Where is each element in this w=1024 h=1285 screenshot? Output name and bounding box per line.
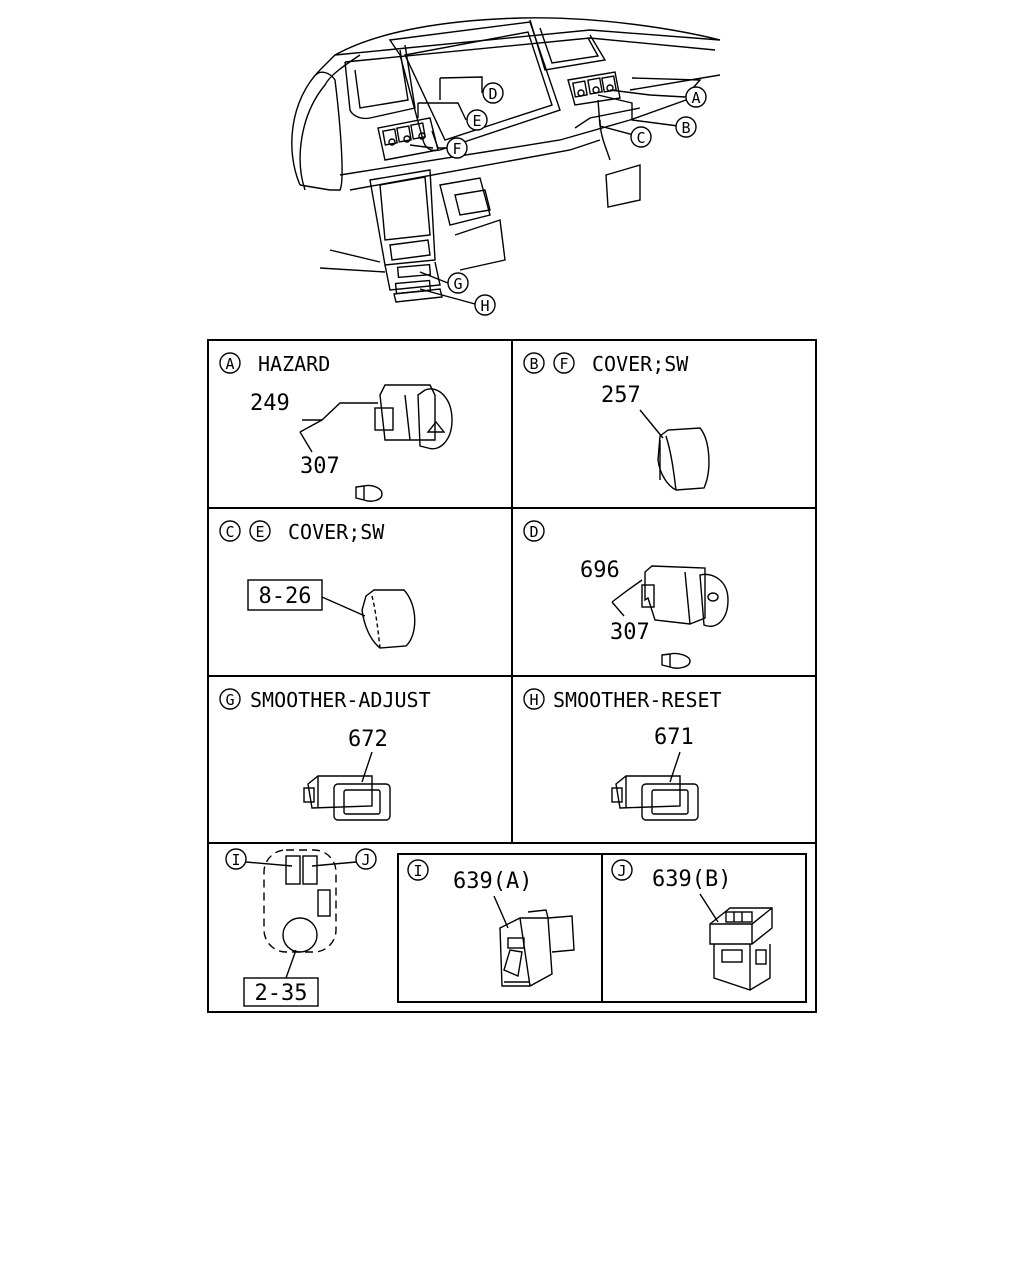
panel-g-title: SMOOTHER-ADJUST (250, 688, 431, 712)
svg-text:F: F (559, 355, 568, 373)
part-249: 249 (250, 391, 290, 416)
switch-drawing-d (641, 565, 729, 627)
panel-ce: C E COVER;SW 8-26 (219, 520, 416, 649)
switch-drawing-639b (709, 907, 773, 991)
svg-text:D: D (529, 523, 538, 541)
svg-text:B: B (529, 355, 538, 373)
rocker-switch-drawing-g (303, 775, 391, 821)
callout-g: G (447, 272, 469, 294)
svg-text:B: B (681, 119, 690, 137)
callout-e: E (466, 109, 488, 131)
svg-text:I: I (231, 851, 240, 869)
svg-text:D: D (488, 85, 497, 103)
rocker-switch-drawing-h (611, 775, 699, 821)
callout-h: H (474, 294, 496, 316)
svg-text:J: J (361, 851, 370, 869)
switch-cover-drawing-bf (657, 427, 710, 491)
svg-text:C: C (636, 129, 645, 147)
panel-d: D 696 307 (523, 520, 729, 669)
part-307-d: 307 (610, 620, 650, 645)
svg-text:G: G (225, 691, 234, 709)
svg-text:F: F (452, 140, 461, 158)
dashboard-overview (291, 17, 721, 303)
svg-text:A: A (691, 89, 700, 107)
panel-ce-title: COVER;SW (288, 520, 385, 544)
svg-text:E: E (255, 523, 264, 541)
panel-h-title: SMOOTHER-RESET (553, 688, 722, 712)
part-696: 696 (580, 558, 620, 583)
switch-cover-drawing-ce (361, 589, 416, 649)
bulb-drawing-d (661, 652, 691, 669)
bulb-drawing-a (355, 484, 383, 502)
svg-text:H: H (480, 297, 489, 315)
panel-j: J 639(B) (611, 859, 773, 991)
svg-text:A: A (225, 355, 234, 373)
svg-text:I: I (413, 862, 422, 880)
callout-a: A (685, 86, 707, 108)
callout-f: F (446, 137, 468, 159)
svg-text:J: J (617, 862, 626, 880)
part-639a: 639(A) (453, 869, 532, 894)
part-639b: 639(B) (652, 867, 731, 892)
part-2-35: 2-35 (255, 981, 308, 1006)
part-672: 672 (348, 727, 388, 752)
svg-text:C: C (225, 523, 234, 541)
svg-text:E: E (472, 112, 481, 130)
callout-b: B (675, 116, 697, 138)
panel-ij: I J 2-35 (225, 848, 377, 1007)
part-307-a: 307 (300, 454, 340, 479)
part-257: 257 (601, 383, 641, 408)
panel-g: G SMOOTHER-ADJUST 672 (219, 688, 431, 821)
panel-grid (207, 339, 817, 1013)
part-671: 671 (654, 725, 694, 750)
panel-i: I 639(A) (407, 859, 575, 987)
callout-c: C (630, 126, 652, 148)
panel-bf: B F COVER;SW 257 (523, 352, 710, 491)
switch-drawing-639a (499, 909, 575, 987)
panel-a: A HAZARD 249 307 (219, 352, 453, 502)
svg-text:G: G (453, 275, 462, 293)
panel-a-title: HAZARD (258, 352, 330, 376)
svg-text:H: H (529, 691, 538, 709)
part-8-26: 8-26 (259, 584, 312, 609)
panel-bf-title: COVER;SW (592, 352, 689, 376)
callout-d: D (482, 82, 504, 104)
hazard-switch-drawing (374, 384, 453, 450)
panel-h: H SMOOTHER-RESET 671 (523, 688, 722, 821)
overview-callouts: A B C D E F G H (446, 82, 707, 316)
